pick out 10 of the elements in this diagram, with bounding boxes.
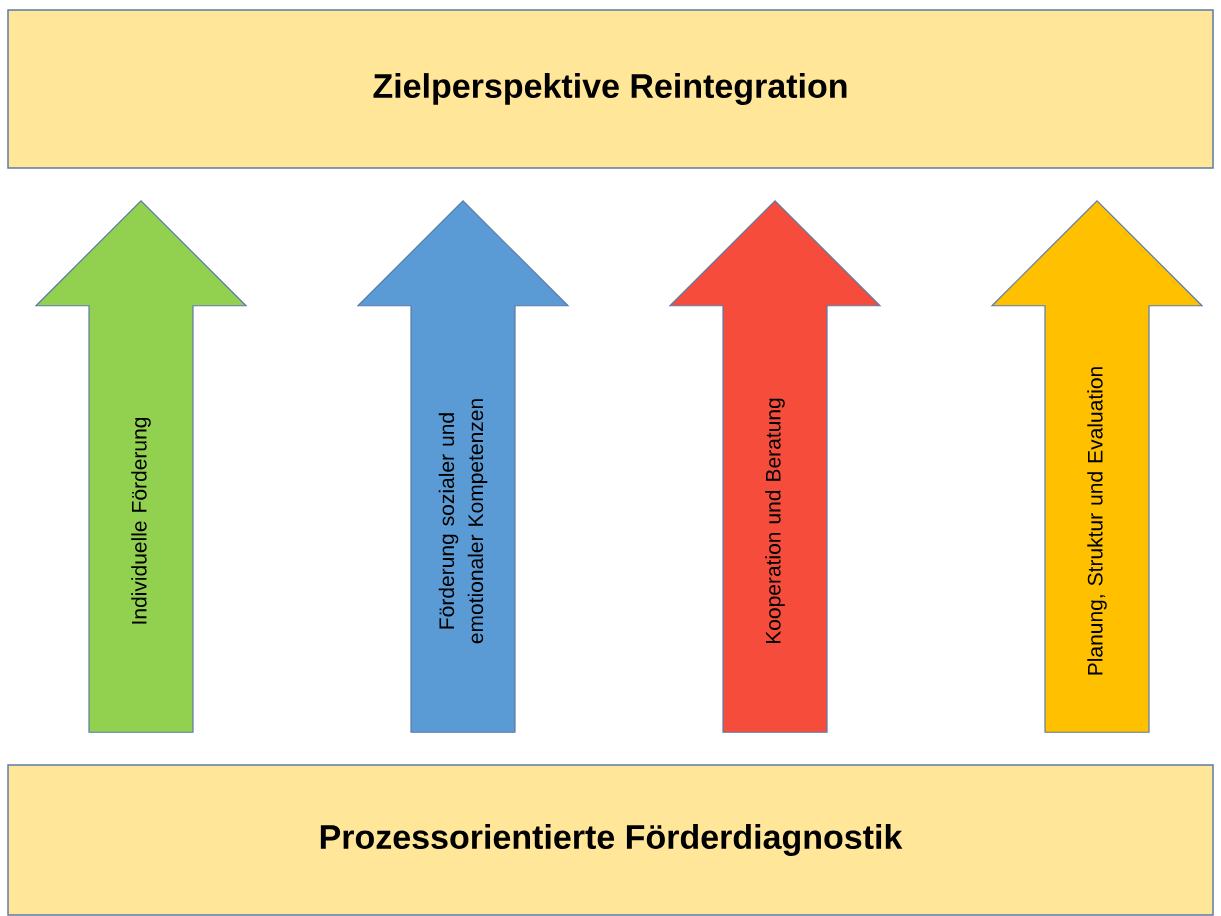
block-arrow bbox=[668, 199, 882, 733]
edge-label: Förderung sozialer und emotionaler Kompetenzen bbox=[438, 399, 488, 644]
banner-box: Prozessorientierte Förderdiagnostik bbox=[7, 764, 1214, 916]
banner-box: Zielperspektive Reintegration bbox=[7, 9, 1214, 169]
edge-label: Individuelle Förderung bbox=[131, 417, 151, 624]
block-arrow bbox=[990, 199, 1204, 733]
block-arrow bbox=[34, 199, 248, 733]
edge-label: Planung, Struktur und Evaluation bbox=[1087, 367, 1107, 675]
edge-label: Kooperation und Beratung bbox=[765, 398, 785, 644]
block-arrow bbox=[356, 199, 570, 733]
